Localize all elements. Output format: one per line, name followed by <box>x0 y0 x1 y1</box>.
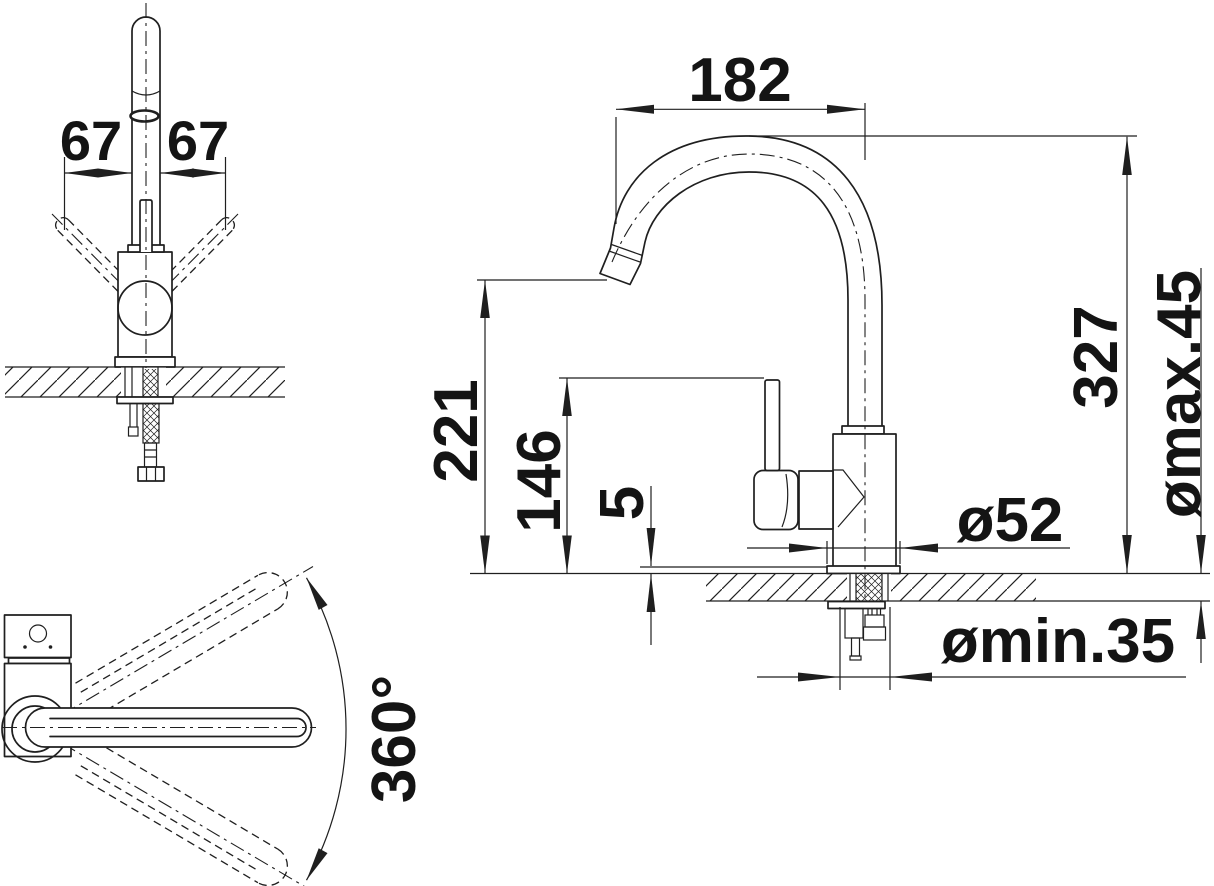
side-handle-rod <box>764 379 781 472</box>
hose-nut <box>137 466 165 482</box>
dim-handle-height: 146 <box>505 377 764 574</box>
front-joint-ball <box>117 280 173 336</box>
front-base-flange <box>114 356 176 368</box>
dim-total-height-label: 327 <box>1062 305 1131 408</box>
aerator-outlet <box>129 109 160 123</box>
dim-max-mount-label: ømax.45 <box>1145 270 1214 518</box>
front-faucet-body <box>117 251 173 358</box>
handle-swing-phantom-lines <box>51 213 239 309</box>
dim-min-hole-label: ømin.35 <box>941 607 1175 676</box>
top-view: 360° <box>1 566 429 886</box>
top-view-head <box>3 614 72 659</box>
side-pipe-collar <box>841 425 885 435</box>
front-countertop <box>5 366 285 398</box>
dim-handle-swing-right-label: 67 <box>167 109 229 172</box>
side-mounting-hardware <box>827 600 887 661</box>
dim-spout-reach-label: 182 <box>688 46 791 115</box>
dim-handle-swing-left-label: 67 <box>60 109 122 172</box>
dim-base-plate-thickness: 5 <box>588 486 827 645</box>
dim-outlet-height-label: 221 <box>422 379 491 482</box>
dim-swivel-range-label: 360° <box>360 675 429 803</box>
side-handle-base <box>753 469 799 531</box>
front-mounting-hardware <box>116 396 174 482</box>
side-gooseneck-spout <box>599 135 883 434</box>
side-handle-joint <box>798 470 834 530</box>
dim-spout-reach: 182 <box>615 46 865 224</box>
spout-aerator-joint <box>608 243 643 263</box>
side-base-flange <box>826 565 901 575</box>
side-countertop <box>470 572 1210 602</box>
side-body-chamfer <box>833 469 865 528</box>
dim-base-diameter: ø52 <box>747 486 1070 564</box>
dim-min-hole: ømin.35 <box>757 607 1186 690</box>
dim-base-plate-thickness-label: 5 <box>588 486 657 520</box>
spout-swivel-phantom-lines <box>37 566 314 886</box>
front-view: 67 67 <box>5 3 285 482</box>
dim-max-mount: ømax.45 <box>1145 268 1214 663</box>
dim-swivel-range: 360° <box>305 577 429 881</box>
dim-handle-swing: 67 67 <box>60 109 229 230</box>
dim-base-diameter-label: ø52 <box>957 486 1064 555</box>
dim-outlet-height: 221 <box>422 279 607 574</box>
side-centerline <box>611 153 866 600</box>
dim-handle-height-label: 146 <box>505 429 574 532</box>
side-view: 182 327 ømax.45 221 <box>422 46 1214 690</box>
dim-total-height: 327 <box>749 135 1137 573</box>
